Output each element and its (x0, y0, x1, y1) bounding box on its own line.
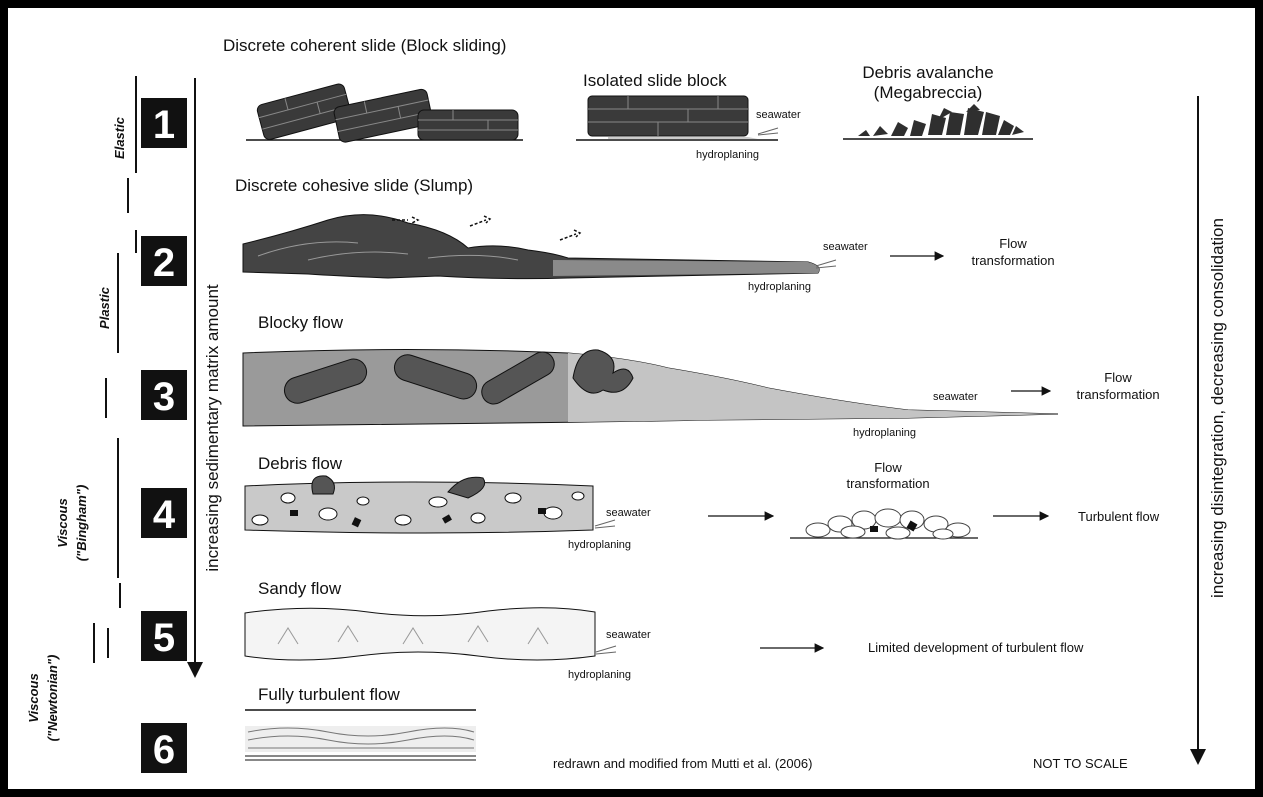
blocky-flow-illustration (243, 348, 1058, 426)
svg-text:3: 3 (153, 375, 175, 419)
row-title-2: Discrete cohesive slide (Slump) (235, 176, 473, 195)
left-axis: increasing sedimentary matrix amount (195, 78, 222, 676)
transformation-label-3: transformation (1076, 387, 1159, 402)
diagram-frame: 1 2 3 4 5 6 Elastic Plastic Viscous ("Bi… (8, 8, 1255, 789)
not-to-scale-label: NOT TO SCALE (1033, 756, 1128, 771)
flow-label-4: Flow (874, 460, 902, 475)
seawater-label-5: seawater (606, 629, 651, 641)
isolated-block-illustration (576, 96, 778, 140)
left-axis-label: increasing sedimentary matrix amount (203, 284, 222, 572)
rheology-viscous-bingham: Viscous (55, 498, 70, 547)
megabreccia-label: (Megabreccia) (874, 83, 983, 102)
row-title-3: Blocky flow (258, 313, 344, 332)
isolated-slide-label: Isolated slide block (583, 71, 727, 90)
hydroplaning-label-3: hydroplaning (853, 427, 916, 439)
hydroplaning-label-2: hydroplaning (748, 281, 811, 293)
row-title-4: Debris flow (258, 454, 343, 473)
seawater-label-4: seawater (606, 507, 651, 519)
row-title-1: Discrete coherent slide (Block sliding) (223, 36, 506, 55)
transformation-label-2: transformation (971, 253, 1054, 268)
rheology-scale: Elastic Plastic Viscous ("Bingham") Visc… (26, 76, 136, 741)
row-number-3: 3 (141, 370, 187, 420)
right-axis-label: increasing disintegration, decreasing co… (1208, 218, 1227, 598)
rheology-bingham: ("Bingham") (74, 485, 89, 562)
flow-diagram: 1 2 3 4 5 6 Elastic Plastic Viscous ("Bi… (8, 8, 1255, 789)
sandy-flow-illustration (245, 608, 616, 660)
rheology-plastic: Plastic (97, 286, 112, 329)
hydroplaning-label-1: hydroplaning (696, 149, 759, 161)
right-axis: increasing disintegration, decreasing co… (1198, 96, 1227, 763)
hydroplaning-label-5: hydroplaning (568, 669, 631, 681)
seawater-label-2: seawater (823, 241, 868, 253)
svg-text:2: 2 (153, 241, 175, 285)
debris-flow-illustration (245, 476, 615, 533)
limited-development-label: Limited development of turbulent flow (868, 640, 1084, 655)
seawater-label-1: seawater (756, 109, 801, 121)
row-number-2: 2 (141, 236, 187, 286)
row-number-6: 6 (141, 723, 187, 773)
hydroplaning-label-4: hydroplaning (568, 539, 631, 551)
row-number-5: 5 (141, 611, 187, 661)
row-title-5: Sandy flow (258, 579, 342, 598)
row-number-1: 1 (141, 98, 187, 148)
svg-text:5: 5 (153, 616, 175, 660)
rheology-elastic: Elastic (112, 116, 127, 159)
flow-label-2: Flow (999, 236, 1027, 251)
transformation-label-4: transformation (846, 476, 929, 491)
debris-avalanche-label: Debris avalanche (862, 63, 993, 82)
flow-label-3: Flow (1104, 370, 1132, 385)
seawater-label-3: seawater (933, 391, 978, 403)
slump-illustration (243, 215, 836, 279)
rheology-newtonian: ("Newtonian") (45, 655, 60, 742)
svg-text:6: 6 (153, 728, 175, 772)
transformed-flow-illustration (790, 509, 978, 539)
block-sliding-illustration (246, 83, 523, 144)
turbulent-flow-illustration (245, 710, 476, 760)
svg-text:1: 1 (153, 103, 175, 147)
row-title-6: Fully turbulent flow (258, 685, 400, 704)
rheology-viscous-newtonian: Viscous (26, 673, 41, 722)
debris-avalanche-illustration (843, 104, 1033, 139)
row-number-4: 4 (141, 488, 187, 538)
turbulent-flow-label: Turbulent flow (1078, 509, 1160, 524)
svg-text:4: 4 (153, 493, 176, 537)
credit-label: redrawn and modified from Mutti et al. (… (553, 756, 812, 771)
